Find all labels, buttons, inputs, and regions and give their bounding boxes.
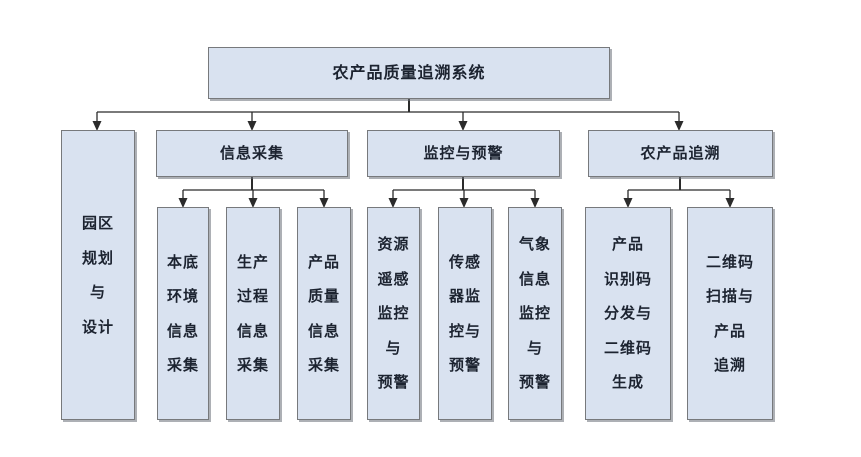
node-info-collection: 信息采集: [156, 130, 348, 177]
node-root: 农产品质量追溯系统: [208, 47, 610, 99]
node-weather-monitor-label: 气象 信息 监控 与 预警: [518, 235, 551, 392]
node-background-env-info: 本底 环境 信息 采集: [157, 207, 209, 420]
node-root-label: 农产品质量追溯系统: [332, 62, 486, 82]
node-product-quality-info-label: 产品 质量 信息 采集: [307, 252, 340, 375]
node-park-planning-label: 园区 规划 与 设计: [81, 214, 114, 336]
node-park-planning: 园区 规划 与 设计: [61, 130, 135, 420]
node-background-env-info-label: 本底 环境 信息 采集: [166, 252, 199, 375]
node-id-code-qr-generate: 产品 识别码 分发与 二维码 生成: [585, 207, 671, 420]
node-sensor-monitor: 传感 器监 控与 预警: [438, 207, 492, 420]
node-production-process-info-label: 生产 过程 信息 采集: [236, 252, 269, 375]
node-sensor-monitor-label: 传感 器监 控与 预警: [448, 252, 481, 375]
node-monitor-warning-label: 监控与预警: [423, 143, 504, 162]
node-product-trace-label: 农产品追溯: [640, 143, 721, 162]
node-weather-monitor: 气象 信息 监控 与 预警: [508, 207, 562, 420]
node-remote-sensing-monitor-label: 资源 遥感 监控 与 预警: [377, 235, 410, 392]
node-qr-scan-trace-label: 二维码 扫描与 产品 追溯: [705, 252, 754, 375]
node-monitor-warning: 监控与预警: [367, 130, 560, 177]
node-remote-sensing-monitor: 资源 遥感 监控 与 预警: [367, 207, 420, 420]
node-info-collection-label: 信息采集: [219, 143, 284, 162]
node-qr-scan-trace: 二维码 扫描与 产品 追溯: [687, 207, 773, 420]
node-product-quality-info: 产品 质量 信息 采集: [297, 207, 351, 420]
node-product-trace: 农产品追溯: [588, 130, 773, 177]
node-id-code-qr-generate-label: 产品 识别码 分发与 二维码 生成: [603, 235, 652, 392]
node-production-process-info: 生产 过程 信息 采集: [226, 207, 280, 420]
